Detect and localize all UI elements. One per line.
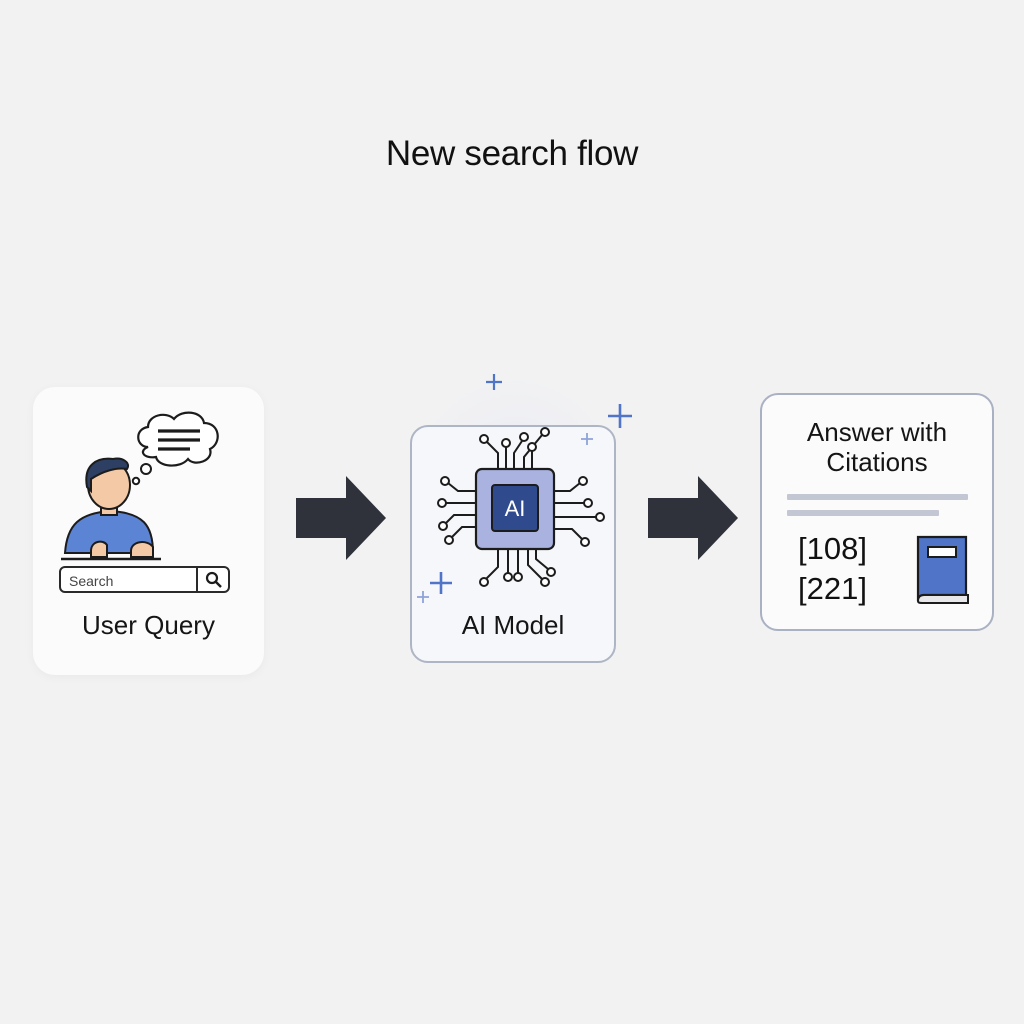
- thought-bubble-icon: [131, 411, 219, 486]
- search-input[interactable]: Search: [59, 566, 230, 593]
- search-button[interactable]: [196, 568, 228, 591]
- search-icon: [205, 571, 222, 588]
- answer-text-line: [787, 510, 939, 516]
- ai-model-card: AI AI Model: [410, 425, 616, 663]
- arrow-right-icon: [296, 476, 386, 560]
- chip-label: AI: [505, 496, 526, 521]
- sparkle-icon: [417, 591, 429, 603]
- ai-model-label: AI Model: [461, 610, 565, 640]
- diagram-title: New search flow: [385, 134, 639, 173]
- search-placeholder: Search: [69, 573, 114, 589]
- person-icon: [61, 457, 161, 561]
- arrow-right-icon: [648, 476, 738, 560]
- user-query-card: Search User Query: [33, 387, 264, 675]
- sparkle-icon: [608, 404, 632, 428]
- answer-text-line: [787, 494, 968, 500]
- book-icon: [916, 535, 969, 604]
- sparkle-icon: [430, 572, 452, 594]
- answer-title: Answer with Citations: [762, 417, 992, 477]
- user-query-label: User Query: [82, 610, 215, 640]
- sparkle-icon: [486, 374, 502, 390]
- sparkle-icon: [581, 433, 593, 445]
- citation: [221]: [798, 571, 867, 606]
- ai-chip-icon: AI: [437, 427, 605, 587]
- answer-title-text: Answer with Citations: [806, 417, 948, 477]
- citation: [108]: [798, 531, 867, 566]
- answer-card: Answer with Citations [108] [221]: [760, 393, 994, 631]
